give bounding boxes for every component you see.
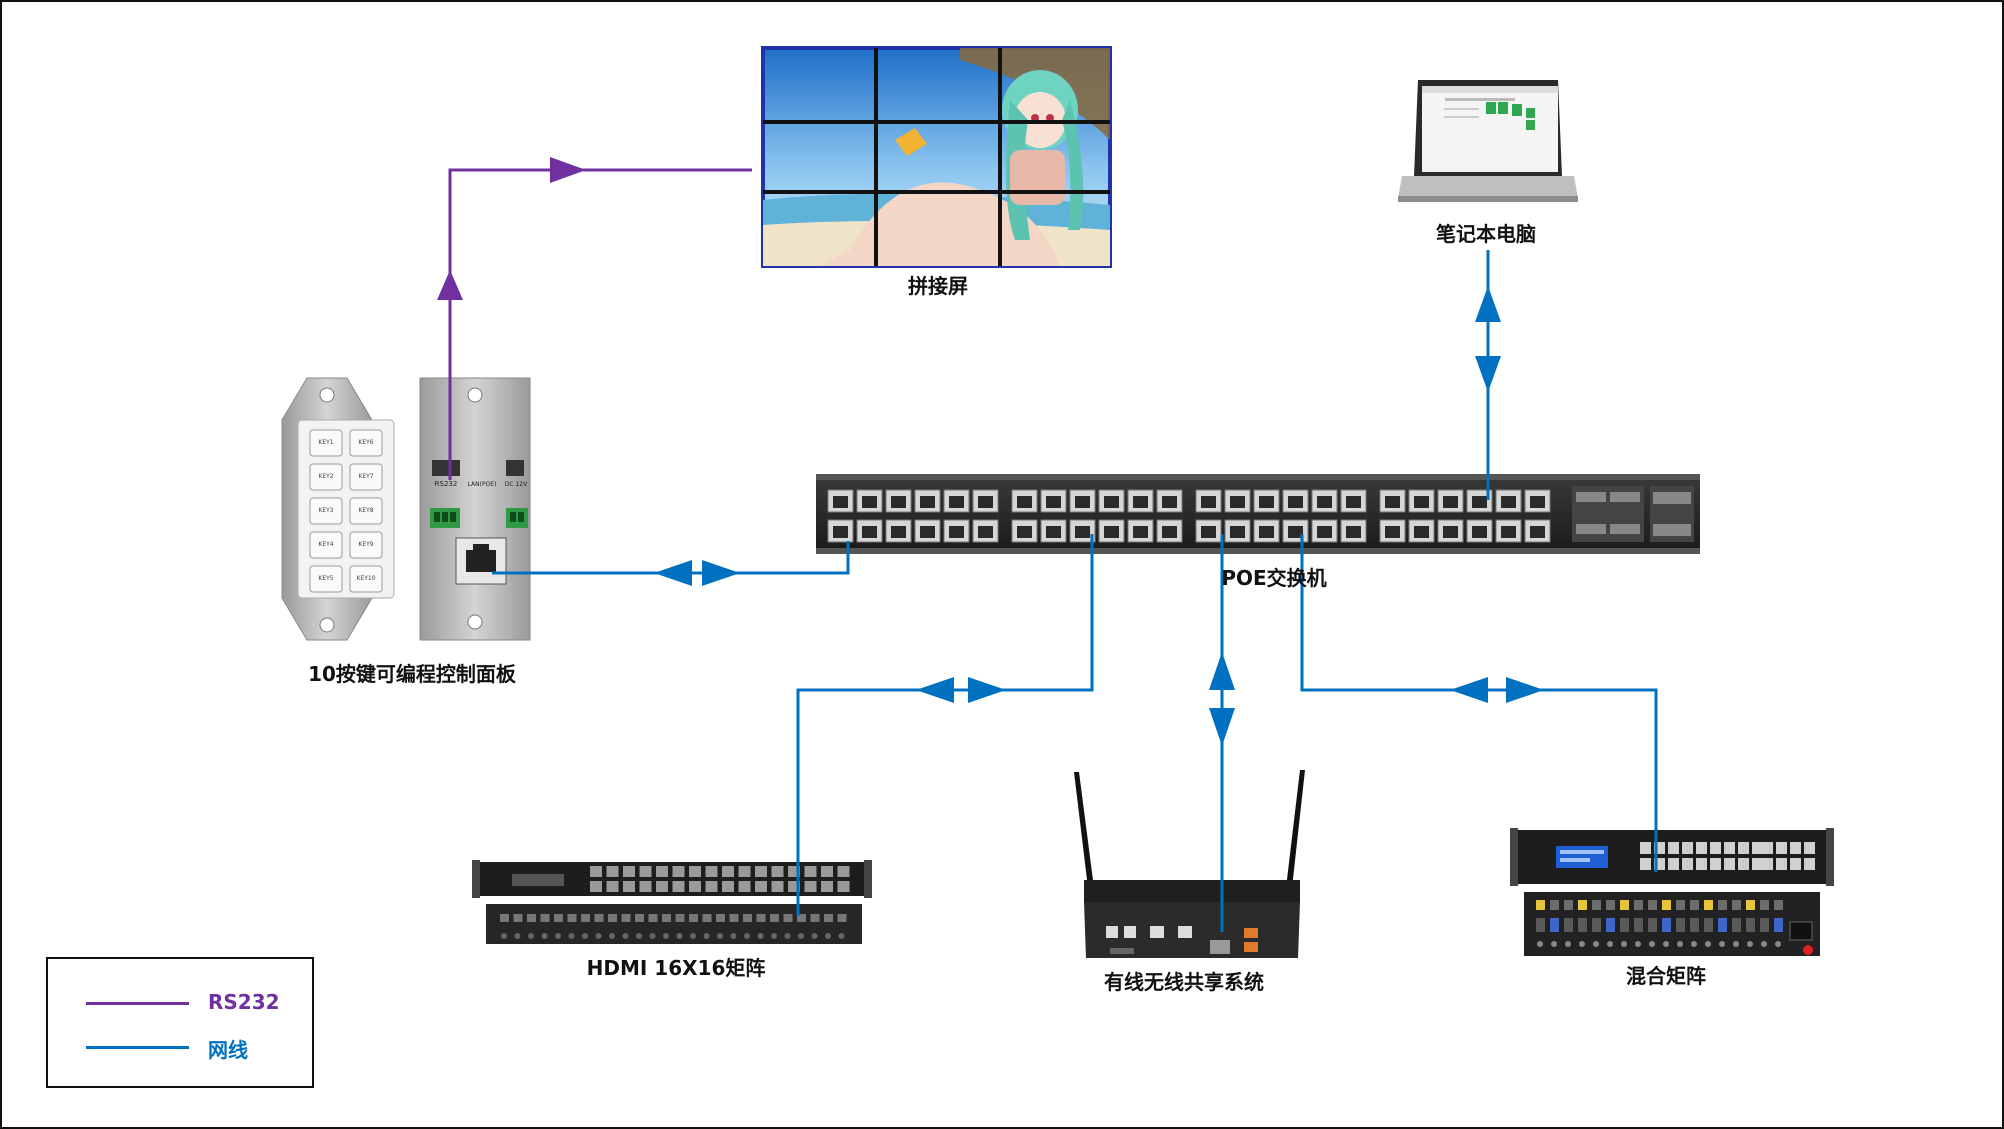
rs232-line (448, 168, 752, 480)
legend-network-swatch (86, 1046, 189, 1049)
label-hdmi-matrix: HDMI 16X16矩阵 (586, 956, 766, 980)
panel-key: KEY3 (309, 497, 343, 525)
legend: RS232 网线 (46, 957, 314, 1088)
label-control-panel: 10按键可编程控制面板 (308, 662, 516, 686)
label-laptop: 笔记本电脑 (1436, 222, 1536, 246)
back-label-power: DC 12V (505, 481, 528, 488)
hdmi-matrix-device (472, 860, 872, 944)
panel-key: KEY7 (349, 463, 383, 491)
panel-key: KEY6 (349, 429, 383, 457)
poe-switch-device (816, 474, 1700, 554)
back-label-lan: LAN(POE) (468, 481, 497, 488)
legend-network-label: 网线 (208, 1038, 248, 1062)
panel-key: KEY10 (349, 565, 383, 593)
rs232-arrow-up (437, 270, 463, 300)
panel-key-label: KEY10 (356, 575, 375, 582)
panel-key-label: KEY3 (318, 507, 333, 514)
legend-rs232-label: RS232 (208, 990, 280, 1014)
label-poe-switch: POE交换机 (1221, 566, 1327, 590)
label-video-wall: 拼接屏 (908, 274, 968, 298)
panel-key-label: KEY5 (318, 575, 333, 582)
panel-key-label: KEY9 (358, 541, 373, 548)
laptop (1398, 80, 1578, 202)
control-panel-back: RS232 LAN(POE) DC 12V (419, 377, 531, 641)
network-line-panel (492, 541, 850, 575)
panel-key-label: KEY8 (358, 507, 373, 514)
panel-key-label: KEY6 (358, 439, 373, 446)
rs232-arrow-right (550, 157, 586, 183)
panel-key-label: KEY2 (318, 473, 333, 480)
network-line-hybrid-matrix (1300, 534, 1658, 872)
network-double-arrows (654, 286, 1544, 746)
back-label-rs232: RS232 (435, 480, 458, 488)
hybrid-matrix-device (1510, 828, 1834, 956)
video-wall (761, 46, 1112, 268)
panel-key: KEY9 (349, 531, 383, 559)
legend-rs232-swatch (86, 1002, 189, 1005)
label-hybrid-matrix: 混合矩阵 (1626, 964, 1706, 988)
panel-key: KEY4 (309, 531, 343, 559)
label-wireless-share: 有线无线共享系统 (1104, 970, 1264, 994)
panel-key-label: KEY1 (318, 439, 333, 446)
wireless-share-device (1074, 770, 1305, 958)
panel-key: KEY8 (349, 497, 383, 525)
panel-key-label: KEY4 (318, 541, 333, 548)
network-line-hdmi-matrix (796, 534, 1094, 916)
panel-key-label: KEY7 (358, 473, 373, 480)
panel-key: KEY5 (309, 565, 343, 593)
panel-key: KEY1 (309, 429, 343, 457)
panel-key: KEY2 (309, 463, 343, 491)
